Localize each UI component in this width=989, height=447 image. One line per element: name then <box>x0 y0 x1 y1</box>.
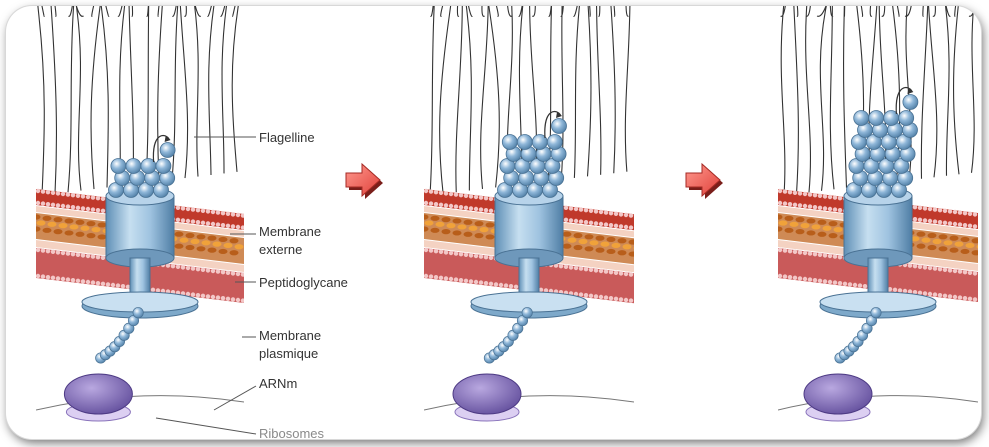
ribosome <box>804 374 872 421</box>
arrow-right-icon <box>686 164 723 199</box>
flagellin-subunit <box>522 307 532 317</box>
flagellin-subunit <box>552 119 567 134</box>
flagellin-subunit <box>126 159 141 174</box>
flagellum-line <box>596 6 600 175</box>
label-peptidoglycane: Peptidoglycane <box>259 274 348 291</box>
flagellum-line <box>781 6 787 195</box>
flagellin-subunit <box>133 307 143 317</box>
flagellin-subunit <box>111 159 126 174</box>
label-ribosomes: Ribosomes <box>259 425 324 439</box>
flagellum-line <box>179 6 187 178</box>
flagellum-line <box>430 6 435 195</box>
flagellin-subunit <box>547 135 562 150</box>
flagellum-line <box>921 6 928 179</box>
flagellin-subunit <box>899 111 914 126</box>
flagellum-line <box>806 6 811 192</box>
figure-frame: Flagelline Membrane externe Peptidoglyca… <box>6 6 981 439</box>
flagellum-line <box>208 6 220 175</box>
flagellum-line <box>37 6 45 195</box>
flagellum-line <box>189 6 201 177</box>
flagellin-subunit <box>517 135 532 150</box>
flagellin-subunit <box>871 307 881 317</box>
panel-3 <box>774 6 982 421</box>
flagellum-line <box>72 6 83 191</box>
flagellin-cluster <box>109 143 176 198</box>
flagellum-line <box>50 6 56 194</box>
flagellum-line <box>91 6 102 189</box>
flagellum-line <box>486 6 499 187</box>
flagellum-line <box>793 6 798 194</box>
arrow-right-icon <box>346 164 383 199</box>
flagellum-line <box>817 6 832 191</box>
leader-line <box>214 386 256 410</box>
flagellum-line <box>221 6 233 173</box>
leader-line <box>156 418 256 434</box>
label-membrane-externe-line2: externe <box>259 241 302 258</box>
flagellum-line <box>232 6 244 172</box>
label-membrane-plasmique-line1: Membrane <box>259 327 321 344</box>
flagellum-line <box>146 6 149 183</box>
label-membrane-plasmique-line2: plasmique <box>259 345 318 362</box>
flagellum-line <box>481 6 489 189</box>
flagellin-subunit <box>156 159 171 174</box>
flagellum-line <box>940 6 950 176</box>
flagellin-subunit <box>854 111 869 126</box>
flagellin-subunit <box>160 143 175 158</box>
flagellum-line <box>954 6 962 174</box>
flagellum-line <box>586 6 591 176</box>
flagellum-line <box>456 6 462 192</box>
ribosome <box>453 374 521 421</box>
flagellum-growth-diagram <box>6 6 981 439</box>
label-arnm: ARNm <box>259 375 297 392</box>
panel-1 <box>32 6 246 421</box>
flagellin-cluster <box>847 95 918 198</box>
label-membrane-externe-line1: Membrane <box>259 223 321 240</box>
flagellin-subunit <box>869 111 884 126</box>
flagellum-line <box>68 6 75 192</box>
ribosome <box>64 374 132 421</box>
flagellum-line <box>574 6 583 178</box>
flagellin-subunit <box>903 95 918 110</box>
flagellum-line <box>609 6 615 173</box>
flagellum-line <box>464 6 473 191</box>
flagellum-line <box>625 6 630 172</box>
flagellum-line <box>969 6 980 173</box>
flagellum-line <box>129 6 134 184</box>
flagellum-line <box>830 6 834 189</box>
flagellum-line <box>99 6 109 187</box>
flagellin-subunit <box>502 135 517 150</box>
panel-2 <box>420 6 643 421</box>
flagellum-line <box>928 6 937 177</box>
label-flagelline: Flagelline <box>259 129 315 146</box>
flagellum-line <box>440 6 452 194</box>
flagellum-line <box>844 6 847 188</box>
